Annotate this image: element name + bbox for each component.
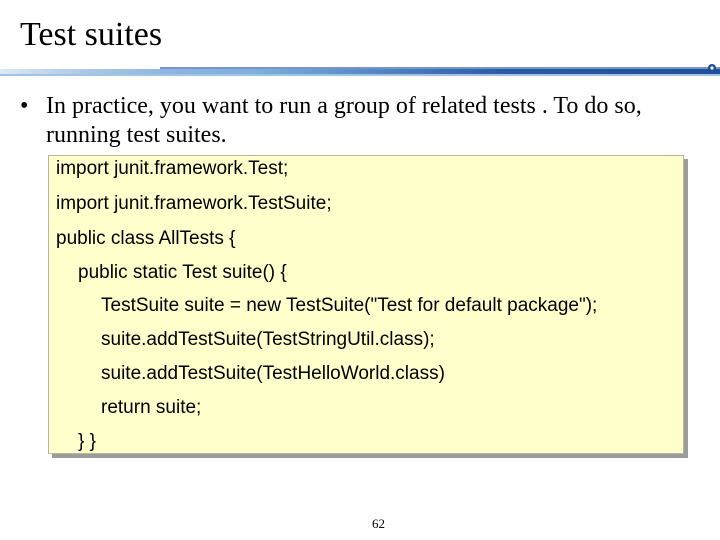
bullet-point: • In practice, you want to run a group o… bbox=[20, 92, 710, 150]
page-number: 62 bbox=[372, 516, 385, 531]
code-line: TestSuite suite = new TestSuite("Test fo… bbox=[101, 295, 598, 316]
code-line: return suite; bbox=[101, 397, 202, 418]
bullet-text: In practice, you want to run a group of … bbox=[46, 93, 642, 148]
code-line: import junit.framework.TestSuite; bbox=[56, 193, 332, 214]
bullet-icon: • bbox=[20, 93, 29, 119]
code-line: public class AllTests { bbox=[56, 228, 236, 249]
code-line: public static Test suite() { bbox=[78, 262, 287, 283]
code-line: } } bbox=[78, 431, 96, 452]
code-line: import junit.framework.Test; bbox=[56, 158, 289, 179]
title-decorative-band bbox=[0, 64, 720, 76]
slide-title: Test suites bbox=[20, 16, 163, 53]
code-line: suite.addTestSuite(TestStringUtil.class)… bbox=[101, 329, 435, 350]
code-line: suite.addTestSuite(TestHelloWorld.class) bbox=[101, 363, 445, 384]
code-listing-box: import junit.framework.Test; import juni… bbox=[48, 155, 684, 454]
